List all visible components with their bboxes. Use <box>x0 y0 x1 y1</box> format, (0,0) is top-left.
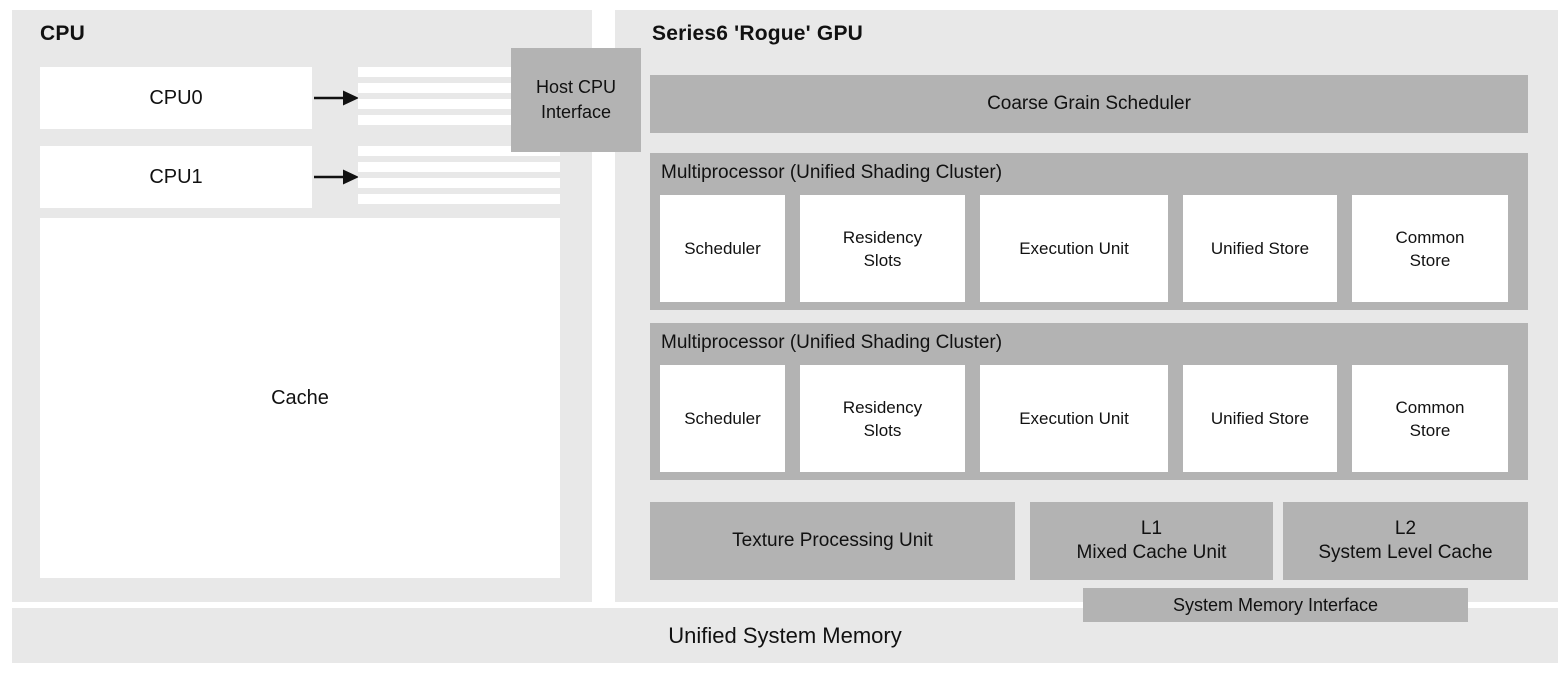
cpu0-box: CPU0 <box>40 67 312 129</box>
host-cpu-interface-box: Host CPU Interface <box>511 48 641 152</box>
mp1-residency-slots-box: Residency Slots <box>800 195 965 302</box>
mp2-common-store-box: Common Store <box>1352 365 1508 472</box>
cpu1-arrow-icon <box>314 169 359 185</box>
multiprocessor-2-units-row: Scheduler Residency Slots Execution Unit… <box>660 365 1508 472</box>
cpu-panel: CPU CPU0 CPU1 Cache <box>12 10 592 602</box>
multiprocessor-block-1: Multiprocessor (Unified Shading Cluster)… <box>650 153 1528 310</box>
gpu-panel: Series6 'Rogue' GPU Coarse Grain Schedul… <box>615 10 1558 602</box>
mp2-residency-slots-box: Residency Slots <box>800 365 965 472</box>
mp2-scheduler-box: Scheduler <box>660 365 785 472</box>
texture-processing-unit-box: Texture Processing Unit <box>650 502 1015 580</box>
l2-system-level-cache-box: L2 System Level Cache <box>1283 502 1528 580</box>
cpu0-arrow-icon <box>314 90 359 106</box>
l1-mixed-cache-unit-box: L1 Mixed Cache Unit <box>1030 502 1273 580</box>
cpu1-command-queue-stripes <box>358 146 560 208</box>
system-memory-interface-bar: System Memory Interface <box>1083 588 1468 622</box>
cpu1-box: CPU1 <box>40 146 312 208</box>
mp2-unified-store-box: Unified Store <box>1183 365 1337 472</box>
mp2-execution-unit-box: Execution Unit <box>980 365 1168 472</box>
mp1-execution-unit-box: Execution Unit <box>980 195 1168 302</box>
multiprocessor-block-2: Multiprocessor (Unified Shading Cluster)… <box>650 323 1528 480</box>
cpu-cache-box: Cache <box>40 218 560 578</box>
mp1-scheduler-box: Scheduler <box>660 195 785 302</box>
multiprocessor-1-header: Multiprocessor (Unified Shading Cluster) <box>661 162 1003 183</box>
mp1-common-store-box: Common Store <box>1352 195 1508 302</box>
coarse-grain-scheduler-bar: Coarse Grain Scheduler <box>650 75 1528 133</box>
multiprocessor-1-units-row: Scheduler Residency Slots Execution Unit… <box>660 195 1508 302</box>
cpu-panel-title: CPU <box>40 22 85 45</box>
unified-system-memory-label: Unified System Memory <box>668 622 902 648</box>
mp1-unified-store-box: Unified Store <box>1183 195 1337 302</box>
multiprocessor-2-header: Multiprocessor (Unified Shading Cluster) <box>661 332 1003 353</box>
gpu-panel-title: Series6 'Rogue' GPU <box>652 22 864 45</box>
